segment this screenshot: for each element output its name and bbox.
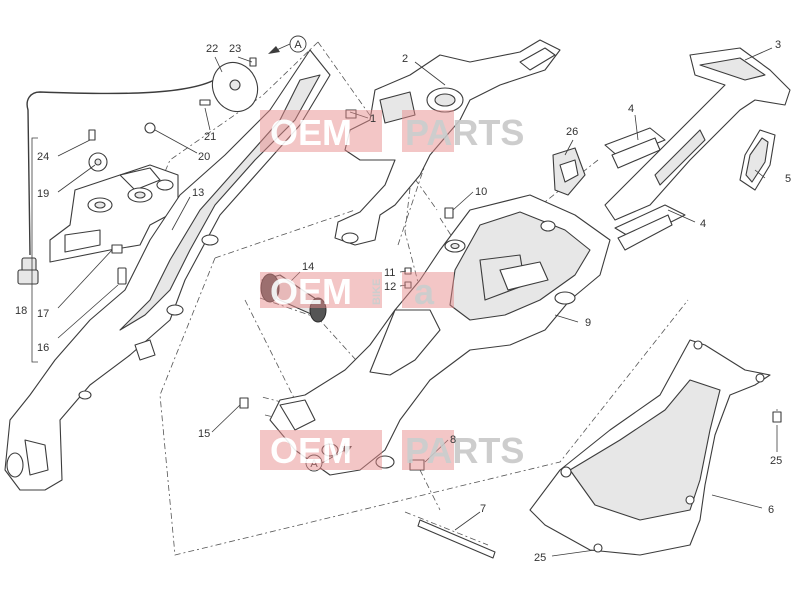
callout-labels: 1 2 3 4 4 5 6 7 8 9 10 11 12 13 14 15 16… <box>15 39 791 564</box>
label-3: 3 <box>775 39 781 51</box>
lower-cover-part <box>529 339 782 556</box>
label-4b: 4 <box>700 218 706 230</box>
label-12: 12 <box>384 281 396 293</box>
svg-text:A: A <box>310 458 318 470</box>
label-8: 8 <box>450 434 456 446</box>
reference-mark-a-top: A <box>268 35 307 54</box>
round-cover-part <box>199 57 259 113</box>
label-17: 17 <box>37 308 49 320</box>
label-15: 15 <box>198 428 210 440</box>
svg-text:OEM: OEM <box>270 112 352 153</box>
label-21: 21 <box>204 131 216 143</box>
label-23: 23 <box>229 43 241 55</box>
label-9: 9 <box>585 317 591 329</box>
svg-text:PARTS: PARTS <box>405 430 524 471</box>
label-20: 20 <box>198 151 210 163</box>
svg-text:a: a <box>414 271 435 312</box>
label-13: 13 <box>192 187 204 199</box>
svg-text:OEM: OEM <box>270 430 352 471</box>
watermark: OEM PARTS OEM a BIKE OEM PARTS <box>260 110 524 471</box>
svg-text:PARTS: PARTS <box>405 112 524 153</box>
label-7: 7 <box>480 503 486 515</box>
label-10: 10 <box>475 186 487 198</box>
svg-text:A: A <box>294 39 302 51</box>
reference-mark-a-bottom: A <box>305 446 352 472</box>
sensor-cable-assembly <box>17 77 219 363</box>
left-side-frame <box>4 49 331 491</box>
label-26: 26 <box>566 126 578 138</box>
pin-part <box>417 519 496 559</box>
main-subframe <box>269 194 611 476</box>
grab-handle-part <box>604 47 791 221</box>
label-1: 1 <box>370 113 376 125</box>
label-6: 6 <box>768 504 774 516</box>
label-11: 11 <box>384 267 395 279</box>
spacer-part <box>260 273 327 323</box>
label-14: 14 <box>302 261 314 273</box>
label-18: 18 <box>15 305 27 317</box>
svg-text:BIKE: BIKE <box>371 279 383 305</box>
upper-tray-part <box>334 39 561 246</box>
label-16: 16 <box>37 342 49 354</box>
label-25a: 25 <box>770 455 782 467</box>
bracket-parts <box>604 127 686 251</box>
clip-part <box>552 147 586 196</box>
label-2: 2 <box>402 53 408 65</box>
svg-text:OEM: OEM <box>270 271 352 312</box>
label-24: 24 <box>37 151 49 163</box>
label-19: 19 <box>37 188 49 200</box>
label-22: 22 <box>206 43 218 55</box>
label-25b: 25 <box>534 552 546 564</box>
sensor-holder-bracket <box>49 122 179 285</box>
rubber-band-part <box>739 129 776 191</box>
label-4a: 4 <box>628 103 634 115</box>
label-5: 5 <box>785 173 791 185</box>
leader-lines <box>57 47 778 557</box>
